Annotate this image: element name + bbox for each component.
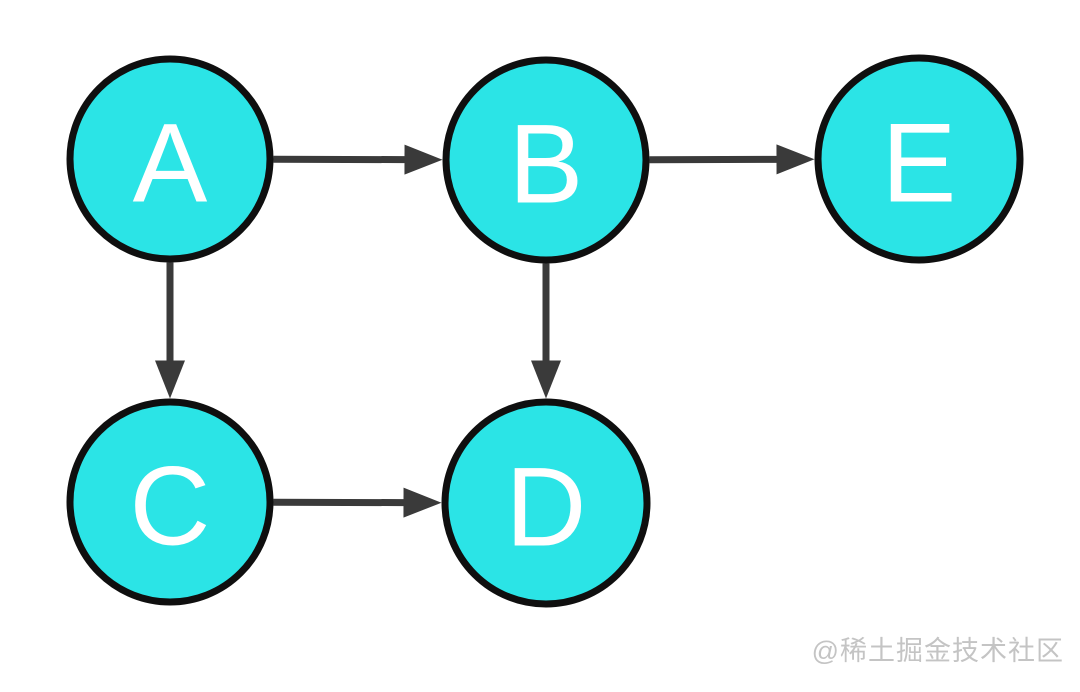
watermark: @稀土掘金技术社区 [811, 636, 1064, 666]
node-circle-B [442, 56, 650, 264]
arrowhead-A-B [404, 144, 443, 175]
node-circle-A [66, 55, 274, 263]
arrowhead-C-D [403, 487, 442, 518]
node-label-C: C [130, 444, 211, 569]
node-B: B [442, 56, 650, 264]
arrowhead-B-D [531, 360, 561, 399]
node-D: D [441, 398, 651, 608]
node-circle-C [66, 398, 274, 606]
node-E: E [814, 54, 1024, 264]
node-A: A [66, 55, 274, 263]
node-label-A: A [133, 101, 208, 226]
node-circle-D [441, 398, 651, 608]
node-label-D: D [506, 445, 587, 570]
node-C: C [66, 398, 274, 606]
arrowhead-B-E [776, 144, 815, 175]
arrowhead-A-C [155, 360, 185, 399]
node-circle-E [814, 54, 1024, 264]
node-label-B: B [509, 102, 584, 227]
node-label-E: E [882, 101, 957, 226]
